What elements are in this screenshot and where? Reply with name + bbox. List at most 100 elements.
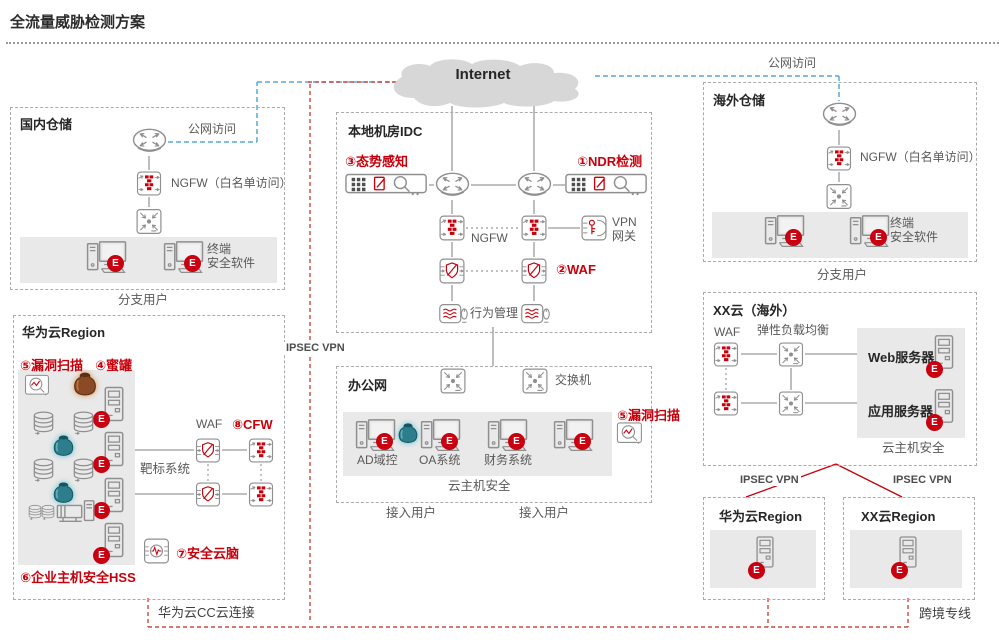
- server-icon: [933, 334, 955, 370]
- bottom-hw-panel: [710, 530, 816, 588]
- waf-icon: [520, 257, 548, 285]
- host-label-finance: 财务系统: [484, 453, 533, 467]
- xx-cloud-overseas-title: XX云（海外）: [713, 303, 796, 318]
- situational-awareness-sensor-icon: [345, 172, 429, 197]
- office-vuln-scan-label: ⑤漏洞扫描: [617, 408, 681, 423]
- edr-badge: E: [891, 562, 908, 579]
- huawei-cloud-region-title: 华为云Region: [22, 325, 106, 340]
- public-access-left-label: 公网访问: [188, 122, 237, 136]
- switch-icon: [439, 367, 467, 395]
- situational-awareness-label: ③态势感知: [345, 154, 409, 169]
- access-user-label: 接入用户: [386, 506, 437, 520]
- ndr-detection-label: ①NDR检测: [577, 154, 643, 169]
- hw-vuln-scan-label: ⑤漏洞扫描: [20, 358, 84, 373]
- honeypot-jar-icon: [71, 369, 99, 401]
- hw-waf-label: WAF: [196, 417, 223, 431]
- cfw-firewall-icon: [247, 437, 275, 464]
- waf-icon: [194, 481, 222, 508]
- load-balancer-icon: [777, 341, 805, 368]
- bottom-huawei-region-box: [703, 497, 825, 600]
- switch-icon: [135, 207, 163, 236]
- overseas-footer-label: 分支用户: [817, 268, 868, 282]
- office-network-title: 办公网: [348, 378, 388, 393]
- edr-badge: E: [93, 411, 110, 428]
- honeypot-jar-icon: [51, 432, 76, 461]
- access-user-label: 接入用户: [519, 506, 570, 520]
- idc-ngfw-label: NGFW: [471, 231, 508, 245]
- internet-cloud: [393, 59, 579, 108]
- host-label-ad: AD域控: [357, 453, 398, 467]
- database-icon: [71, 457, 96, 482]
- edr-badge: E: [184, 255, 201, 272]
- waf-icon: [438, 257, 466, 285]
- switch-icon: [825, 182, 853, 211]
- cfw-firewall-icon: [247, 481, 275, 508]
- server-icon: [103, 521, 125, 559]
- edr-badge: E: [107, 255, 124, 272]
- overseas-ngfw-label: NGFW（白名单访问）: [860, 150, 981, 164]
- router-icon: [434, 171, 471, 200]
- bottom-xx-panel: [850, 530, 962, 588]
- xx-cloud-overseas-box: [703, 292, 977, 466]
- edr-badge: E: [870, 229, 887, 246]
- overseas-warehouse-title: 海外仓储: [713, 93, 766, 108]
- honeypot-jar-icon: [51, 479, 76, 508]
- overseas-warehouse-box: [703, 82, 977, 262]
- app-server-label: 应用服务器: [868, 404, 934, 419]
- edr-badge: E: [93, 502, 110, 519]
- storage-nas-icon: [55, 498, 99, 526]
- edr-badge: E: [93, 456, 110, 473]
- security-brain-label: ⑦安全云脑: [176, 546, 240, 561]
- ngfw-firewall-icon: [825, 145, 853, 172]
- domestic-footer-label: 分支用户: [118, 293, 169, 307]
- router-icon: [516, 171, 553, 200]
- waf-firewall-icon: [712, 390, 740, 417]
- behavior-mgmt-icon: [519, 301, 552, 327]
- hss-label: ⑥企业主机安全HSS: [20, 570, 136, 585]
- ipsec-vpn-label: IPSEC VPN: [738, 474, 801, 486]
- public-access-right-label: 公网访问: [768, 56, 817, 70]
- bottom-xx-region-box: [843, 497, 975, 600]
- xx-cloud-host-security-label: 云主机安全: [882, 441, 945, 455]
- title-separator: [6, 42, 999, 44]
- vpn-gateway-icon: [580, 214, 608, 242]
- database-icon: [27, 500, 43, 524]
- behavior-mgmt-icon: [437, 301, 470, 327]
- waf-firewall-icon: [712, 341, 740, 368]
- honeypot-jar-icon: [396, 420, 420, 448]
- domestic-warehouse-box: [10, 107, 285, 290]
- host-label-oa: OA系统: [419, 453, 461, 467]
- ndr-sensor-icon: [565, 172, 649, 197]
- edr-badge: E: [574, 433, 591, 450]
- elb-label: 弹性负载均衡: [757, 323, 830, 337]
- bottom-xx-region-title: XX云Region: [861, 509, 936, 524]
- ngfw-firewall-icon: [438, 214, 466, 242]
- switch-icon: [521, 367, 549, 395]
- office-cloud-host-security-label: 云主机安全: [448, 479, 511, 493]
- server-icon: [755, 535, 775, 569]
- server-icon: [103, 430, 125, 468]
- edr-badge: E: [376, 433, 393, 450]
- xx-waf-label: WAF: [714, 325, 741, 339]
- idc-box: [336, 112, 652, 333]
- vuln-scan-icon: [24, 374, 52, 399]
- bottom-huawei-region-title: 华为云Region: [719, 509, 803, 524]
- vuln-scan-icon: [616, 421, 645, 448]
- domestic-warehouse-title: 国内仓储: [20, 117, 73, 132]
- edr-badge: E: [926, 414, 943, 431]
- office-switch-label: 交换机: [555, 373, 592, 387]
- ngfw-firewall-icon: [135, 170, 163, 197]
- server-icon: [933, 388, 955, 424]
- edr-badge: E: [785, 229, 802, 246]
- domestic-endpoint-label: 终端 安全软件: [207, 242, 256, 270]
- edr-badge: E: [926, 361, 943, 378]
- internet-label: Internet: [455, 66, 511, 83]
- domestic-ngfw-label: NGFW（白名单访问）: [171, 176, 292, 190]
- target-system-label: 靶标系统: [140, 462, 191, 476]
- huawei-cloud-region-box: [13, 315, 285, 600]
- ipsec-vpn-label: IPSEC VPN: [284, 342, 347, 354]
- vpn-gateway-label: VPN 网关: [612, 215, 637, 243]
- hw-cfw-label: ⑧CFW: [232, 417, 273, 432]
